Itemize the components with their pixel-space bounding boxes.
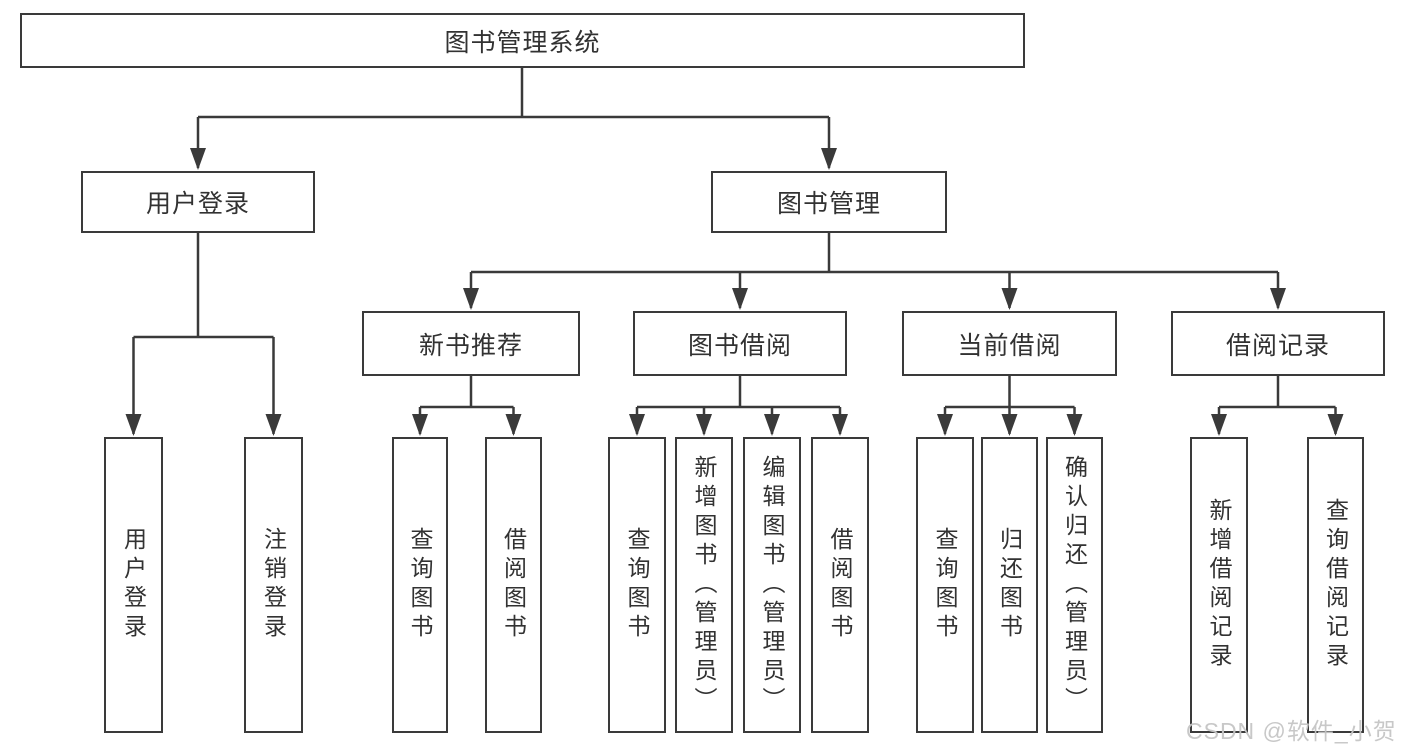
node-borrow-records: 借阅记录 bbox=[1171, 311, 1385, 376]
node-book-borrowing: 图书借阅 bbox=[633, 311, 847, 376]
node-borrowing-edit-books-admin: 编辑图书（管理员） bbox=[743, 437, 801, 733]
node-borrowing-query-books: 查询图书 bbox=[608, 437, 666, 733]
node-newbooks-query-books: 查询图书 bbox=[392, 437, 448, 733]
node-new-book-recommend: 新书推荐 bbox=[362, 311, 580, 376]
node-newbooks-borrow-books: 借阅图书 bbox=[485, 437, 542, 733]
node-user-login: 用户登录 bbox=[104, 437, 163, 733]
node-current-confirm-return-admin: 确认归还（管理员） bbox=[1046, 437, 1103, 733]
node-current-return-books: 归还图书 bbox=[981, 437, 1038, 733]
node-user-login-branch: 用户登录 bbox=[81, 171, 315, 233]
node-current-query-books: 查询图书 bbox=[916, 437, 974, 733]
node-borrowing-add-books-admin: 新增图书（管理员） bbox=[675, 437, 733, 733]
node-logout: 注销登录 bbox=[244, 437, 303, 733]
arrowhead-icons bbox=[125, 148, 1344, 436]
node-records-query-record: 查询借阅记录 bbox=[1307, 437, 1364, 733]
node-book-management: 图书管理 bbox=[711, 171, 947, 233]
node-borrowing-borrow-books: 借阅图书 bbox=[811, 437, 869, 733]
csdn-watermark: CSDN @软件_小贺同学 bbox=[1186, 718, 1397, 744]
node-current-borrowing: 当前借阅 bbox=[902, 311, 1117, 376]
node-library-system: 图书管理系统 bbox=[20, 13, 1025, 68]
connector-path bbox=[132, 68, 1337, 434]
node-records-add-record: 新增借阅记录 bbox=[1190, 437, 1248, 733]
